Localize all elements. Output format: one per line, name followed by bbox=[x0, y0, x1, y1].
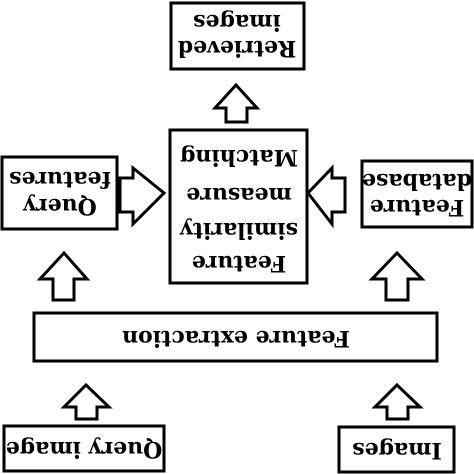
arrow-extraction-to-database bbox=[368, 250, 426, 302]
retrieved-images-line-2: images bbox=[193, 9, 281, 35]
arrow-images-to-extraction bbox=[371, 382, 424, 421]
query-features-line-2: features bbox=[9, 166, 111, 192]
images-node: Images bbox=[337, 425, 456, 474]
feature-database-node: Feature database bbox=[360, 159, 474, 229]
arrow-matching-to-retrieved bbox=[211, 82, 261, 124]
images-label: Images bbox=[352, 437, 442, 463]
query-features-line-1: Query bbox=[22, 193, 97, 219]
matching-node: Feature similarity measure Matching bbox=[168, 128, 309, 285]
matching-box bbox=[168, 128, 309, 285]
feature-extraction-box bbox=[32, 311, 439, 363]
feature-extraction-label: Feature extraction bbox=[122, 325, 350, 351]
matching-line-1: Feature bbox=[192, 250, 286, 276]
arrow-extraction-to-query-features bbox=[36, 250, 91, 302]
arrow-query-image-to-extraction bbox=[60, 382, 113, 421]
arrow-query-features-to-matching bbox=[118, 164, 167, 228]
retrieved-images-node: Retrieved images bbox=[169, 1, 306, 71]
feature-database-line-2: database bbox=[362, 168, 472, 194]
matching-line-4: Matching bbox=[180, 144, 298, 170]
query-image-label: Query image bbox=[6, 436, 162, 462]
query-features-node: Query features bbox=[0, 155, 119, 231]
feature-database-line-1: Feature bbox=[370, 194, 464, 220]
matching-line-3: measure bbox=[186, 182, 292, 208]
arrow-database-to-matching bbox=[306, 164, 347, 229]
retrieved-images-line-1: Retrieved bbox=[178, 35, 297, 61]
retrieved-images-box bbox=[169, 1, 306, 71]
feature-database-box bbox=[360, 159, 474, 229]
feature-extraction-node: Feature extraction bbox=[32, 311, 439, 363]
images-box bbox=[337, 425, 456, 474]
query-image-box bbox=[2, 424, 166, 473]
query-features-box bbox=[0, 155, 119, 231]
query-image-node: Query image bbox=[2, 424, 166, 473]
matching-line-2: similarity bbox=[179, 217, 298, 243]
